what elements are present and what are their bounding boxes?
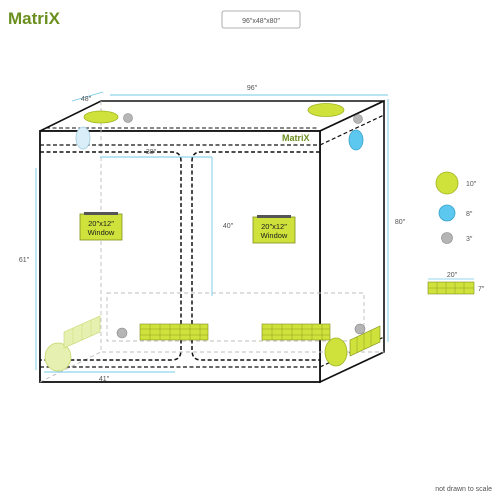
title-box-frame bbox=[221, 10, 301, 29]
left-window-tab bbox=[84, 212, 118, 215]
legend-small-port-label: 3″ bbox=[466, 236, 473, 243]
left-window-label: Window bbox=[88, 228, 115, 237]
legend-vent-height-label: 7″ bbox=[478, 286, 485, 293]
depth-dim-line bbox=[71, 91, 104, 102]
top-small-port bbox=[123, 113, 133, 123]
legend-medium-port-swatch bbox=[438, 204, 456, 222]
not-to-scale-note: not drawn to scale bbox=[435, 486, 492, 493]
brand-logo: MatriX bbox=[8, 9, 61, 28]
legend-small-port-swatch bbox=[441, 232, 453, 244]
title-box-text: 96″x48″x80″ bbox=[242, 18, 280, 25]
legend-vent-swatch bbox=[427, 281, 475, 295]
height-dim-label: 80″ bbox=[395, 219, 406, 226]
legend-large-port-swatch bbox=[435, 171, 459, 195]
back-bottom-diagonal bbox=[39, 351, 102, 383]
depth-dim-label: 48″ bbox=[81, 96, 92, 103]
tent-front-face bbox=[39, 130, 321, 383]
back-vent-right bbox=[261, 323, 331, 341]
right-side-vent bbox=[349, 325, 381, 357]
right-low-small-port bbox=[354, 323, 366, 335]
back-vent-left bbox=[139, 323, 209, 341]
left-side-medium-port bbox=[75, 126, 91, 150]
legend-vent-width-label: 20″ bbox=[447, 272, 458, 279]
right-window bbox=[252, 216, 296, 244]
left-side-large-port bbox=[44, 342, 72, 372]
top-right-large-port bbox=[307, 103, 345, 117]
left-window-size: 20″x12″ bbox=[88, 219, 114, 228]
legend-large-port-label: 10″ bbox=[466, 181, 477, 188]
right-window-label: Window bbox=[261, 231, 288, 240]
top-right-small-port bbox=[353, 114, 363, 124]
inner-brand-logo: MatriX bbox=[282, 133, 310, 143]
side-height-dim-label: 61″ bbox=[19, 257, 30, 264]
right-window-tab bbox=[257, 215, 291, 218]
top-left-large-port bbox=[83, 110, 119, 124]
bottom-width-dim-label: 41″ bbox=[99, 376, 110, 383]
right-top-stitch bbox=[319, 114, 385, 146]
right-side-large-port bbox=[324, 337, 348, 367]
left-door-zipper bbox=[40, 151, 182, 361]
legend-medium-port-label: 8″ bbox=[466, 211, 473, 218]
right-window-size: 20″x12″ bbox=[261, 222, 287, 231]
width-dim-label: 96″ bbox=[247, 85, 258, 92]
left-side-vent bbox=[63, 315, 101, 349]
right-door-zipper bbox=[191, 151, 320, 361]
door-width-dim-label: 38″ bbox=[146, 149, 157, 156]
back-small-port bbox=[116, 327, 128, 339]
right-side-medium-port bbox=[348, 129, 364, 151]
inner-frame-dashed bbox=[106, 292, 365, 342]
door-height-dim-label: 40″ bbox=[223, 223, 234, 230]
